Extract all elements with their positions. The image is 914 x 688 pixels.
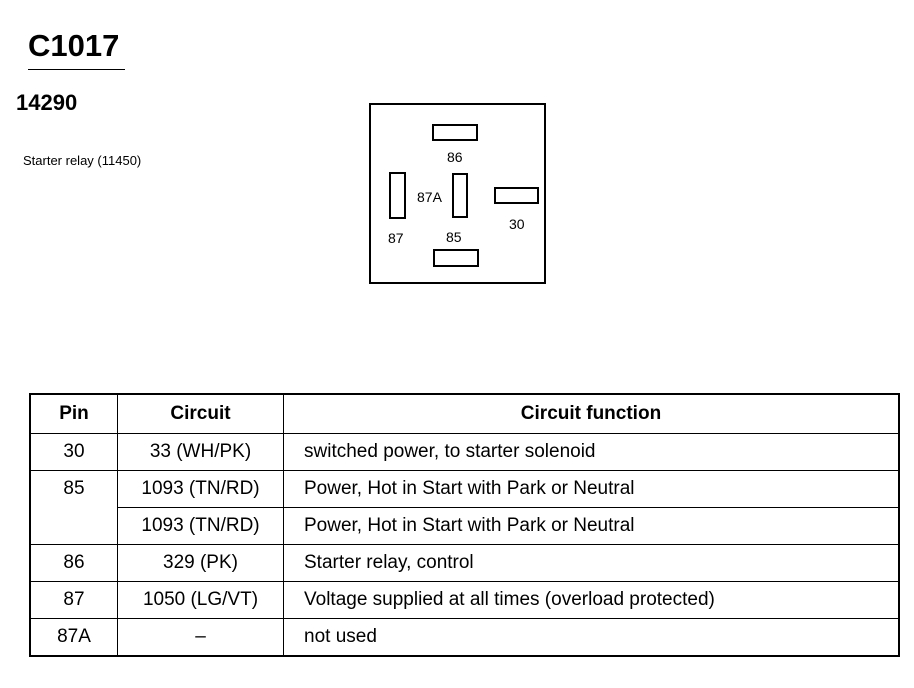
table-row: 87 1050 (LG/VT) Voltage supplied at all … <box>29 581 900 619</box>
cell-circuit: 33 (WH/PK) <box>117 433 284 471</box>
table-row: 85 1093 (TN/RD) Power, Hot in Start with… <box>29 470 900 508</box>
cell-circuit: 329 (PK) <box>117 544 284 582</box>
component-name: Starter relay (11450) <box>23 153 142 168</box>
pin-label-86: 86 <box>447 149 463 165</box>
column-header-circuit: Circuit <box>117 393 284 434</box>
terminal-86 <box>432 124 478 141</box>
table-row: 86 329 (PK) Starter relay, control <box>29 544 900 582</box>
table-row: 1093 (TN/RD) Power, Hot in Start with Pa… <box>29 507 900 545</box>
cell-circuit: – <box>117 618 284 657</box>
terminal-85 <box>433 249 479 267</box>
pin-table: Pin Circuit Circuit function 30 33 (WH/P… <box>29 393 900 657</box>
terminal-87a <box>452 173 468 218</box>
table-row: 87A – not used <box>29 618 900 657</box>
table-header-row: Pin Circuit Circuit function <box>29 393 900 434</box>
cell-pin <box>29 507 118 545</box>
cell-circuit: 1050 (LG/VT) <box>117 581 284 619</box>
cell-pin: 30 <box>29 433 118 471</box>
cell-function: not used <box>283 618 900 657</box>
cell-pin: 87 <box>29 581 118 619</box>
pin-label-87: 87 <box>388 230 404 246</box>
pin-label-87a: 87A <box>417 189 442 205</box>
cell-function: Starter relay, control <box>283 544 900 582</box>
cell-pin: 87A <box>29 618 118 657</box>
cell-circuit: 1093 (TN/RD) <box>117 470 284 508</box>
pin-label-85: 85 <box>446 229 462 245</box>
column-header-circuit-function: Circuit function <box>283 393 900 434</box>
terminal-87 <box>389 172 406 219</box>
pin-label-30: 30 <box>509 216 525 232</box>
column-header-pin: Pin <box>29 393 118 434</box>
relay-face-diagram: 86 87 87A 30 85 <box>369 103 546 284</box>
cell-circuit: 1093 (TN/RD) <box>117 507 284 545</box>
table-row: 30 33 (WH/PK) switched power, to starter… <box>29 433 900 471</box>
connector-id-underline <box>28 69 125 70</box>
cell-pin: 86 <box>29 544 118 582</box>
cell-pin: 85 <box>29 470 118 508</box>
terminal-30 <box>494 187 539 204</box>
cell-function: Power, Hot in Start with Park or Neutral <box>283 507 900 545</box>
part-number: 14290 <box>16 90 78 115</box>
cell-function: switched power, to starter solenoid <box>283 433 900 471</box>
connector-id: C1017 <box>28 28 120 63</box>
cell-function: Voltage supplied at all times (overload … <box>283 581 900 619</box>
cell-function: Power, Hot in Start with Park or Neutral <box>283 470 900 508</box>
